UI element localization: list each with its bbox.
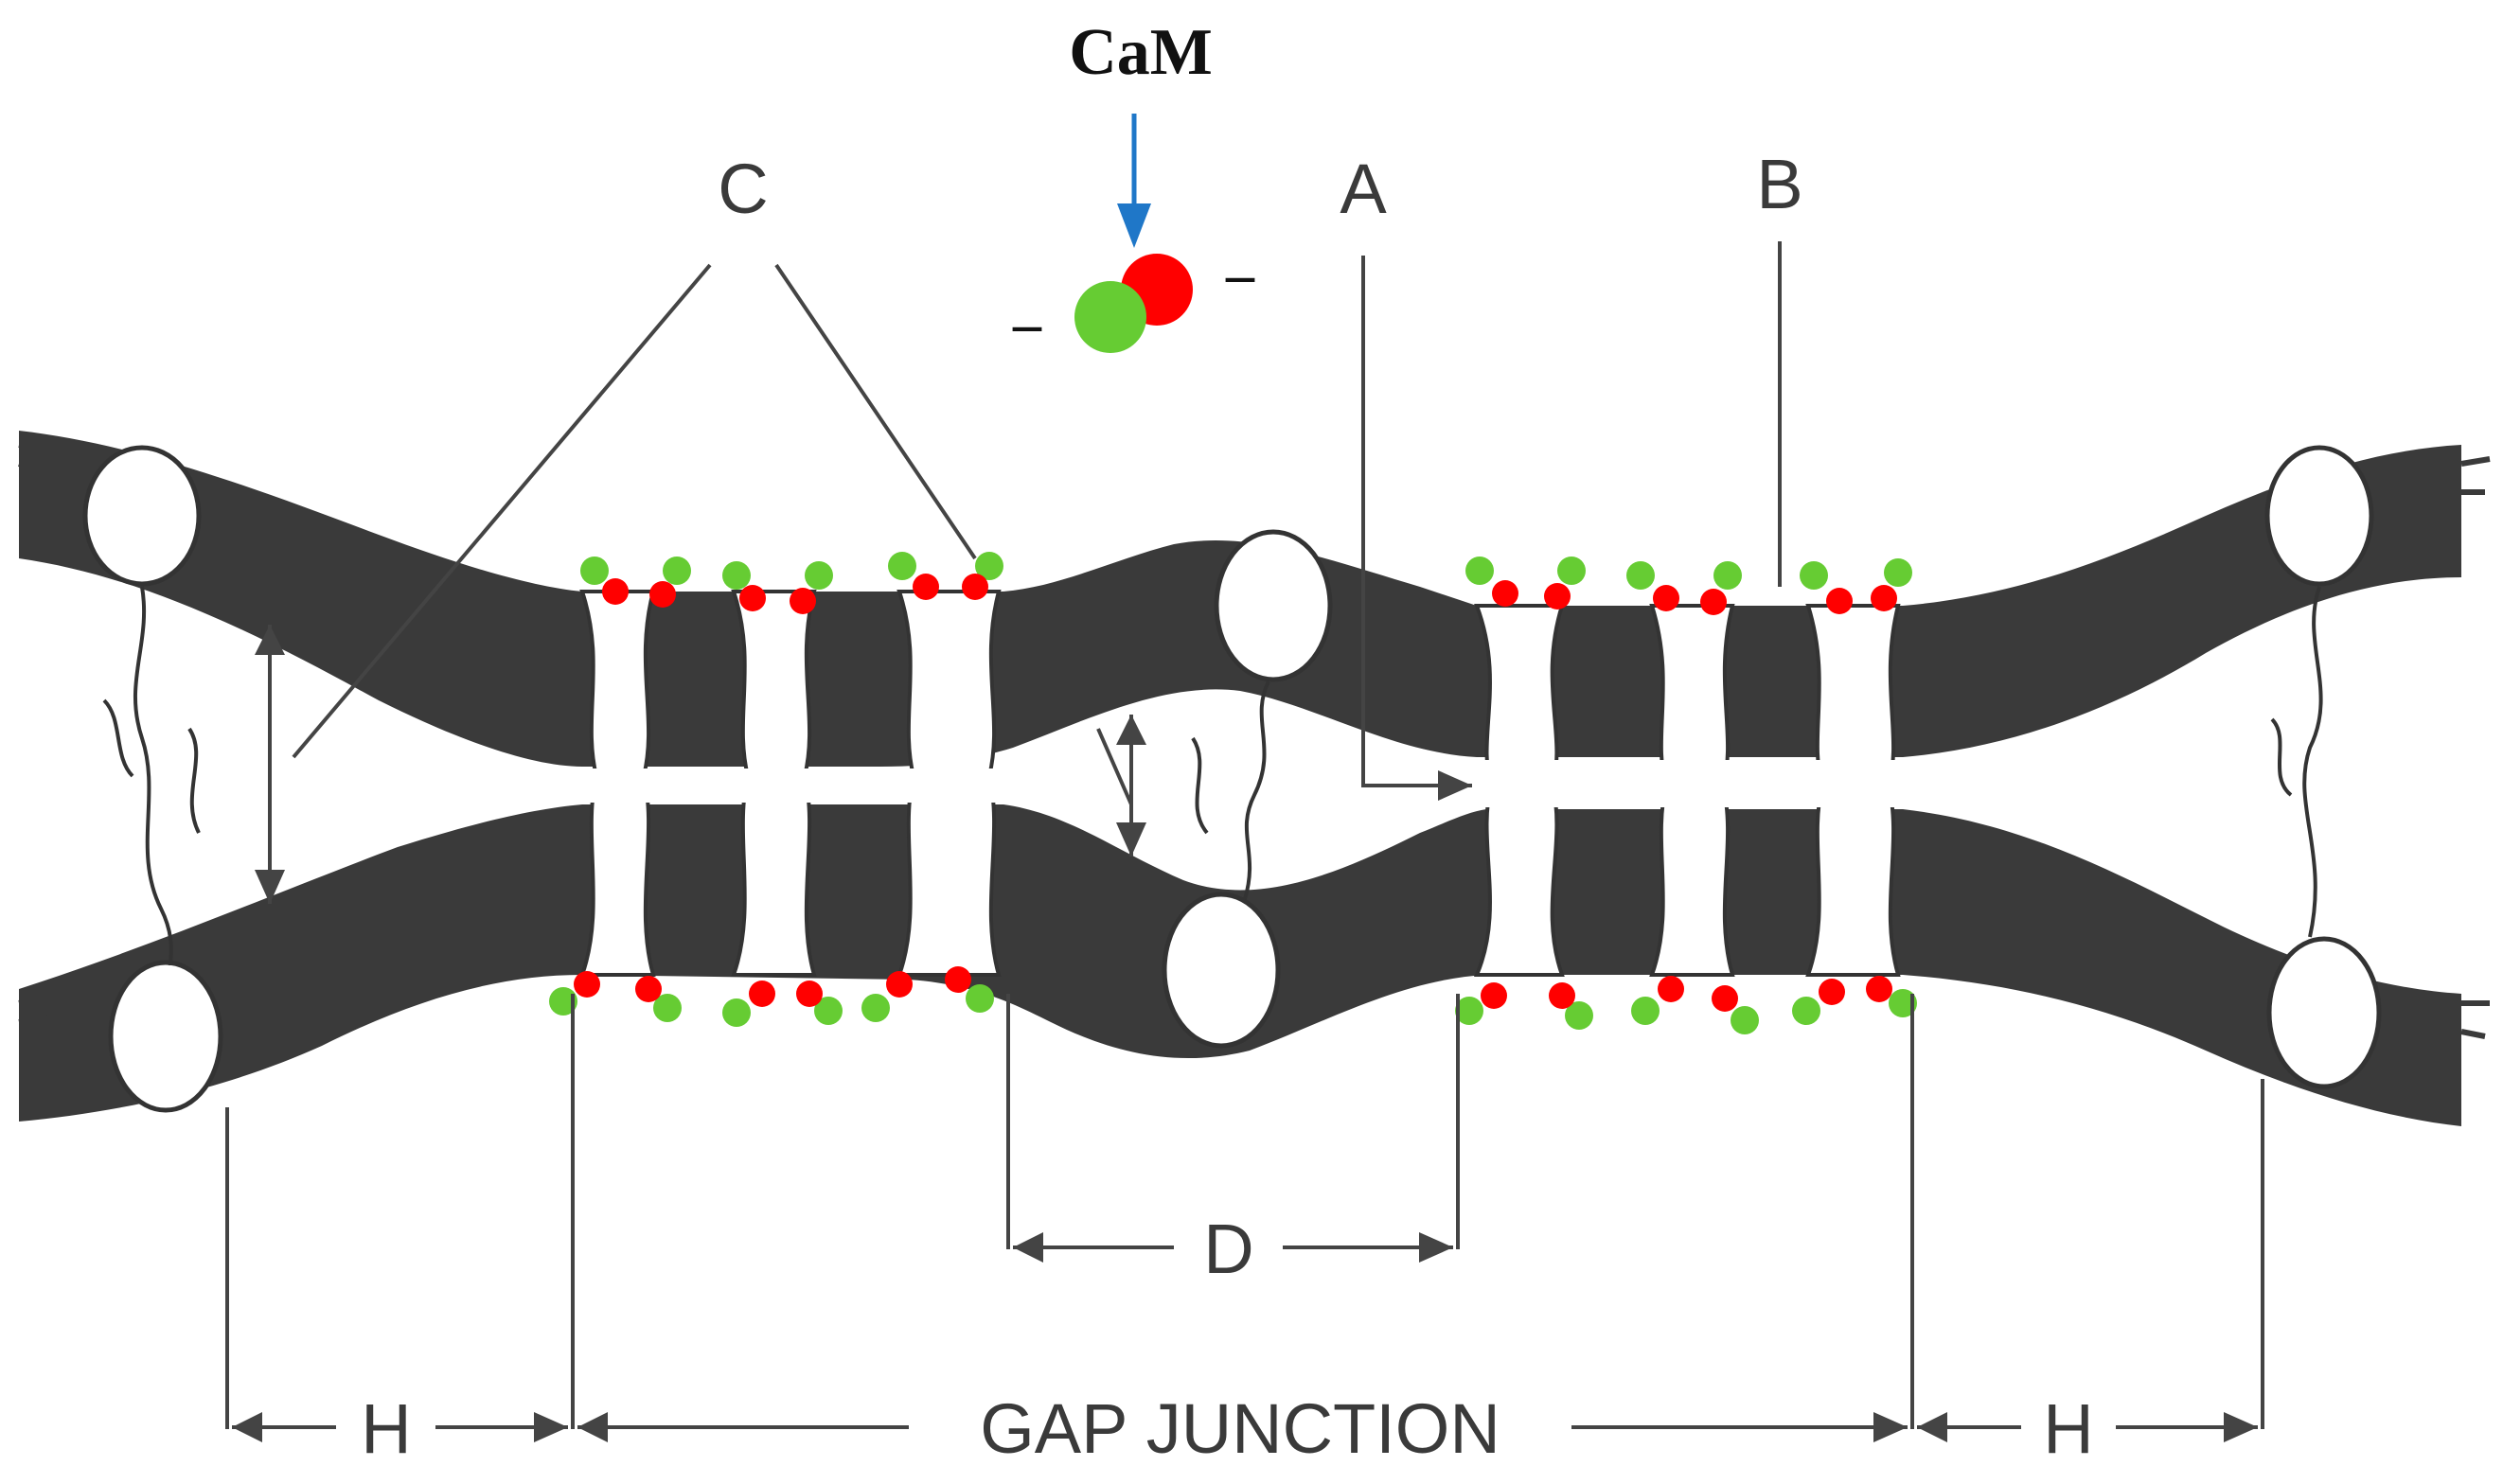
intercellular-gap-right — [1472, 760, 1908, 807]
cam-minus-left: – — [1012, 292, 1042, 355]
frayed-edges — [18, 442, 2491, 1039]
cam-minus-right: – — [1225, 243, 1255, 306]
label-a: A — [1340, 150, 1387, 228]
cam-arrowhead — [1117, 203, 1151, 248]
label-b: B — [1756, 145, 1802, 223]
vesicles — [82, 445, 2382, 1113]
filaments — [102, 586, 2323, 966]
gap-width-arrows — [255, 625, 1146, 904]
label-c: C — [718, 150, 768, 228]
cam-green-lobe — [1074, 281, 1146, 353]
dimension-lines — [225, 994, 2264, 1442]
label-h-right: H — [2043, 1389, 2093, 1468]
intercellular-gap — [568, 768, 1013, 803]
cam-label: CaM — [1069, 16, 1213, 89]
connexon-particles — [549, 552, 1917, 1034]
label-h-left: H — [361, 1389, 411, 1468]
label-gap-junction: GAP JUNCTION — [980, 1389, 1500, 1468]
label-d: D — [1203, 1210, 1253, 1288]
cam-molecule — [1074, 114, 1193, 353]
